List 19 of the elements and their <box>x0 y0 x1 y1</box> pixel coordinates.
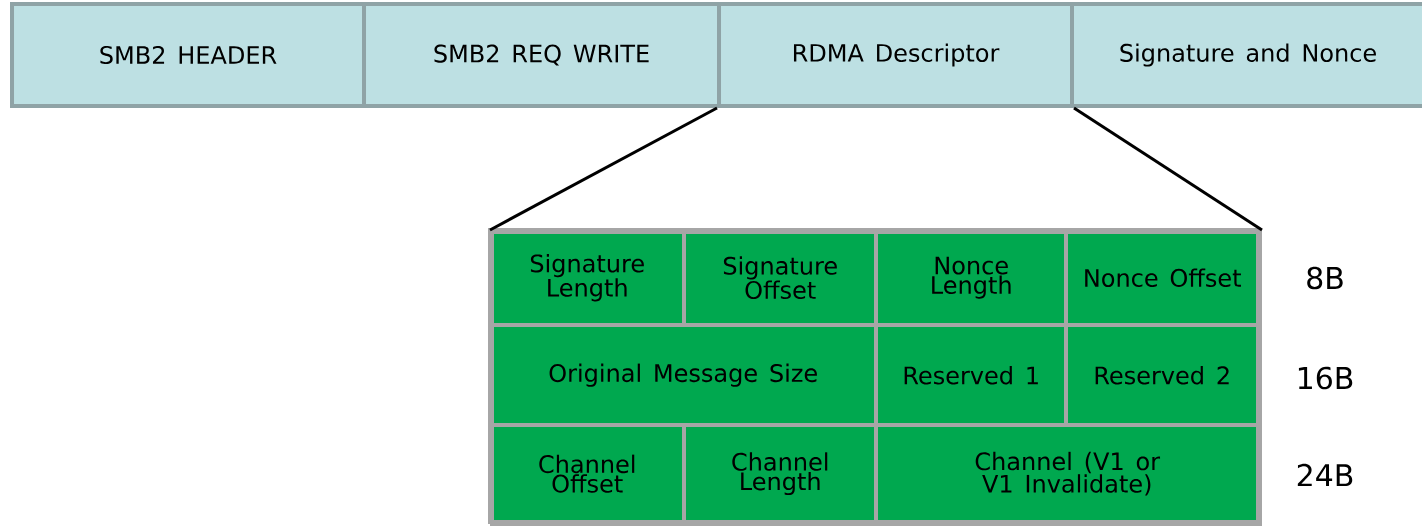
table-cell: Reserved 2 <box>1066 325 1259 426</box>
header-field-box: SMB2 REQ WRITE <box>362 2 721 108</box>
expanded-table <box>490 230 1262 526</box>
table-cell: Signature Length <box>490 230 685 326</box>
header-field-box: SMB2 HEADER <box>10 2 366 108</box>
table-cell: Channel Length <box>684 425 877 523</box>
header-field-box: Signature and Nonce <box>1070 2 1422 108</box>
connector-line <box>489 106 718 232</box>
size-label: 8B <box>1307 266 1343 290</box>
table-cell: Reserved 1 <box>876 325 1067 426</box>
table-cell: Channel (V1 or V1 Invalidate) <box>876 425 1259 523</box>
table-cell: Nonce Offset <box>1066 230 1259 326</box>
header-field-box: RDMA Descriptor <box>717 2 1074 108</box>
size-label: 16B <box>1298 366 1353 390</box>
connector-line <box>1073 106 1263 232</box>
table-cell: Signature Offset <box>684 230 877 326</box>
size-label: 24B <box>1297 463 1353 487</box>
table-cell: Channel Offset <box>490 425 685 523</box>
table-cell: Nonce Length <box>876 230 1067 326</box>
